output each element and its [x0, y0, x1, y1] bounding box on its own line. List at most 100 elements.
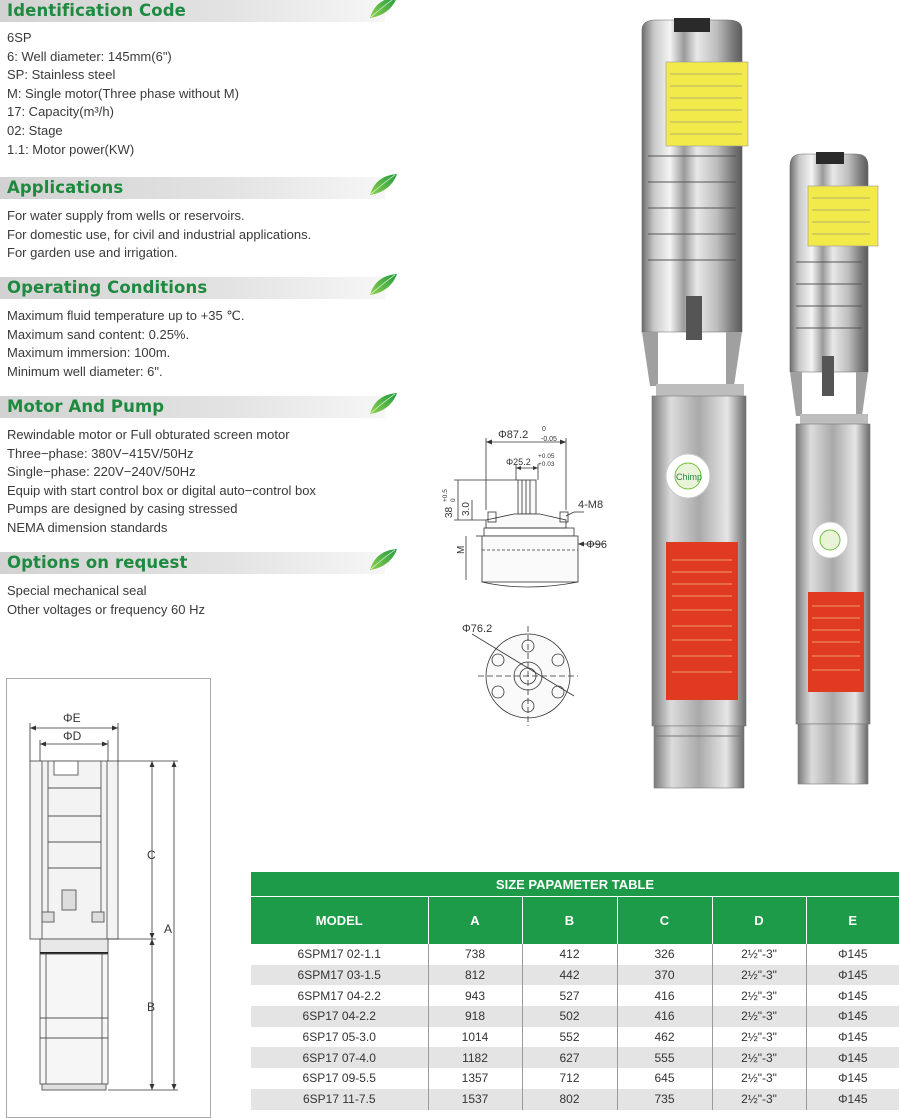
cell-b: 502: [522, 1006, 618, 1027]
cell-model: 6SP17 05-3.0: [251, 1026, 429, 1048]
size-parameter-table: SIZE PAPAMETER TABLE MODEL A B C D E 6SP…: [251, 872, 900, 1110]
table-title: SIZE PAPAMETER TABLE: [251, 872, 900, 897]
dim-label-a: A: [164, 922, 172, 936]
text-line: Maximum sand content: 0.25%.: [7, 326, 190, 342]
dim-label-phi-d: ΦD: [63, 729, 82, 743]
small-pump: [789, 152, 879, 785]
text-line: Maximum immersion: 100m.: [7, 345, 171, 361]
cell-c: 462: [617, 1026, 713, 1048]
dim-label-m: M: [456, 546, 467, 554]
cell-d: 2½"-3": [712, 1026, 807, 1048]
cell-b: 527: [522, 985, 618, 1007]
text-line: Rewindable motor or Full obturated scree…: [7, 427, 290, 442]
cell-c: 555: [617, 1047, 713, 1069]
text-line: For water supply from wells or reservoir…: [7, 208, 245, 223]
cell-a: 1537: [428, 1088, 523, 1110]
col-header-model: MODEL: [251, 896, 429, 944]
section-title: Options on request: [7, 553, 188, 572]
dim-tol-87-bot: -0.05: [541, 436, 557, 443]
text-line: Pumps are designed by casing stressed: [7, 501, 238, 517]
dim-tol-87-top: 0: [542, 426, 546, 433]
col-header-e: E: [806, 896, 900, 944]
cell-a: 812: [428, 964, 523, 986]
cell-c: 370: [617, 964, 713, 986]
section-header: Motor And Pump: [0, 393, 397, 418]
section-title: Identification Code: [7, 1, 186, 20]
pump-dimension-drawing: ΦE ΦD C A B: [6, 678, 211, 1118]
dim-label-3-0: 3.0: [461, 502, 472, 516]
cell-b: 627: [522, 1047, 618, 1069]
cell-model: 6SPM17 02-1.1: [251, 944, 429, 965]
dim-label-c: C: [147, 848, 156, 862]
cell-d: 2½"-3": [712, 985, 807, 1007]
leaf-icon: [370, 274, 397, 295]
text-line: For garden use and irrigation.: [7, 245, 178, 261]
section-header: Identification Code: [0, 0, 396, 22]
cell-model: 6SPM17 03-1.5: [251, 964, 429, 986]
flange-detail-drawing: Φ87.2 0 -0.05 Φ25.2 +0.05 +0.03 4-M8 Φ96…: [442, 426, 607, 726]
cell-a: 1014: [428, 1026, 523, 1048]
cell-model: 6SPM17 04-2.2: [251, 985, 429, 1007]
cell-model: 6SP17 11-7.5: [251, 1088, 429, 1110]
cell-e: Φ145: [806, 1047, 900, 1069]
cell-model: 6SP17 09-5.5: [251, 1068, 429, 1089]
dim-tol-25-top: +0.05: [538, 453, 555, 460]
cell-e: Φ145: [837, 947, 868, 962]
text-line: Other voltages or frequency 60 Hz: [7, 601, 205, 617]
cell-d: 2½"-3": [712, 964, 807, 986]
dim-label-phi-87: Φ87.2: [498, 429, 528, 441]
cell-a: 738: [428, 944, 523, 965]
section-title: Operating Conditions: [7, 278, 208, 297]
cell-e: Φ145: [806, 964, 900, 986]
text-line: 6SP: [7, 30, 32, 45]
cell-c: 326: [617, 944, 713, 965]
col-header-c: C: [617, 896, 713, 944]
dim-tol-25-bot: +0.03: [538, 461, 555, 468]
dim-label-38: 38: [444, 506, 455, 518]
cell-c: 735: [617, 1088, 713, 1110]
dim-label-phi-96: Φ96: [586, 539, 607, 551]
section-header: Operating Conditions: [0, 274, 397, 299]
cell-e: Φ145: [837, 1071, 868, 1086]
cell-c: 416: [617, 1006, 713, 1027]
col-header-a: A: [428, 896, 523, 944]
text-line: Special mechanical seal: [7, 583, 147, 598]
dim-label-phi-76: Φ76.2: [462, 623, 492, 635]
leaf-icon: [370, 549, 397, 570]
pump-product-image: Chimp: [641, 18, 879, 789]
cell-d: 2½"-3": [712, 1006, 807, 1027]
brand-badge-text: Chimp: [676, 472, 702, 482]
dim-label-phi-e: ΦE: [63, 711, 81, 725]
cell-model: 6SP17 07-4.0: [251, 1047, 429, 1069]
section-header: Applications: [0, 174, 397, 199]
text-line: NEMA dimension standards: [7, 519, 168, 535]
text-line: M: Single motor(Three phase without M): [7, 85, 239, 101]
text-line: 6: Well diameter: 145mm(6"): [7, 48, 172, 64]
text-line: Three−phase: 380V−415V/50Hz: [7, 445, 194, 461]
text-line: Minimum well diameter: 6".: [7, 363, 163, 379]
section-motor-and-pump: Motor And Pump Rewindable motor or Full …: [0, 393, 400, 538]
text-line: Equip with start control box or digital …: [7, 482, 316, 498]
dim-tol-38-top: +0.5: [442, 489, 449, 502]
text-line: 02: Stage: [7, 122, 63, 138]
cell-d: 2½"-3": [712, 1088, 807, 1110]
text-line: SP: Stainless steel: [7, 67, 116, 83]
cell-model: 6SP17 04-2.2: [251, 1006, 429, 1027]
cell-d: 2½"-3": [712, 944, 807, 965]
cell-a: 918: [428, 1006, 523, 1027]
cell-b: 552: [522, 1026, 618, 1048]
leaf-icon: [370, 393, 397, 414]
section-header: Options on request: [0, 549, 397, 574]
col-header-b: B: [522, 896, 618, 944]
cell-b: 412: [522, 944, 618, 965]
section-options-on-request: Options on request Special mechanical se…: [0, 549, 400, 619]
table-header-row: MODEL A B C D E: [251, 896, 900, 944]
text-line: For domestic use, for civil and industri…: [7, 226, 312, 242]
section-applications: Applications For water supply from wells…: [0, 174, 400, 263]
